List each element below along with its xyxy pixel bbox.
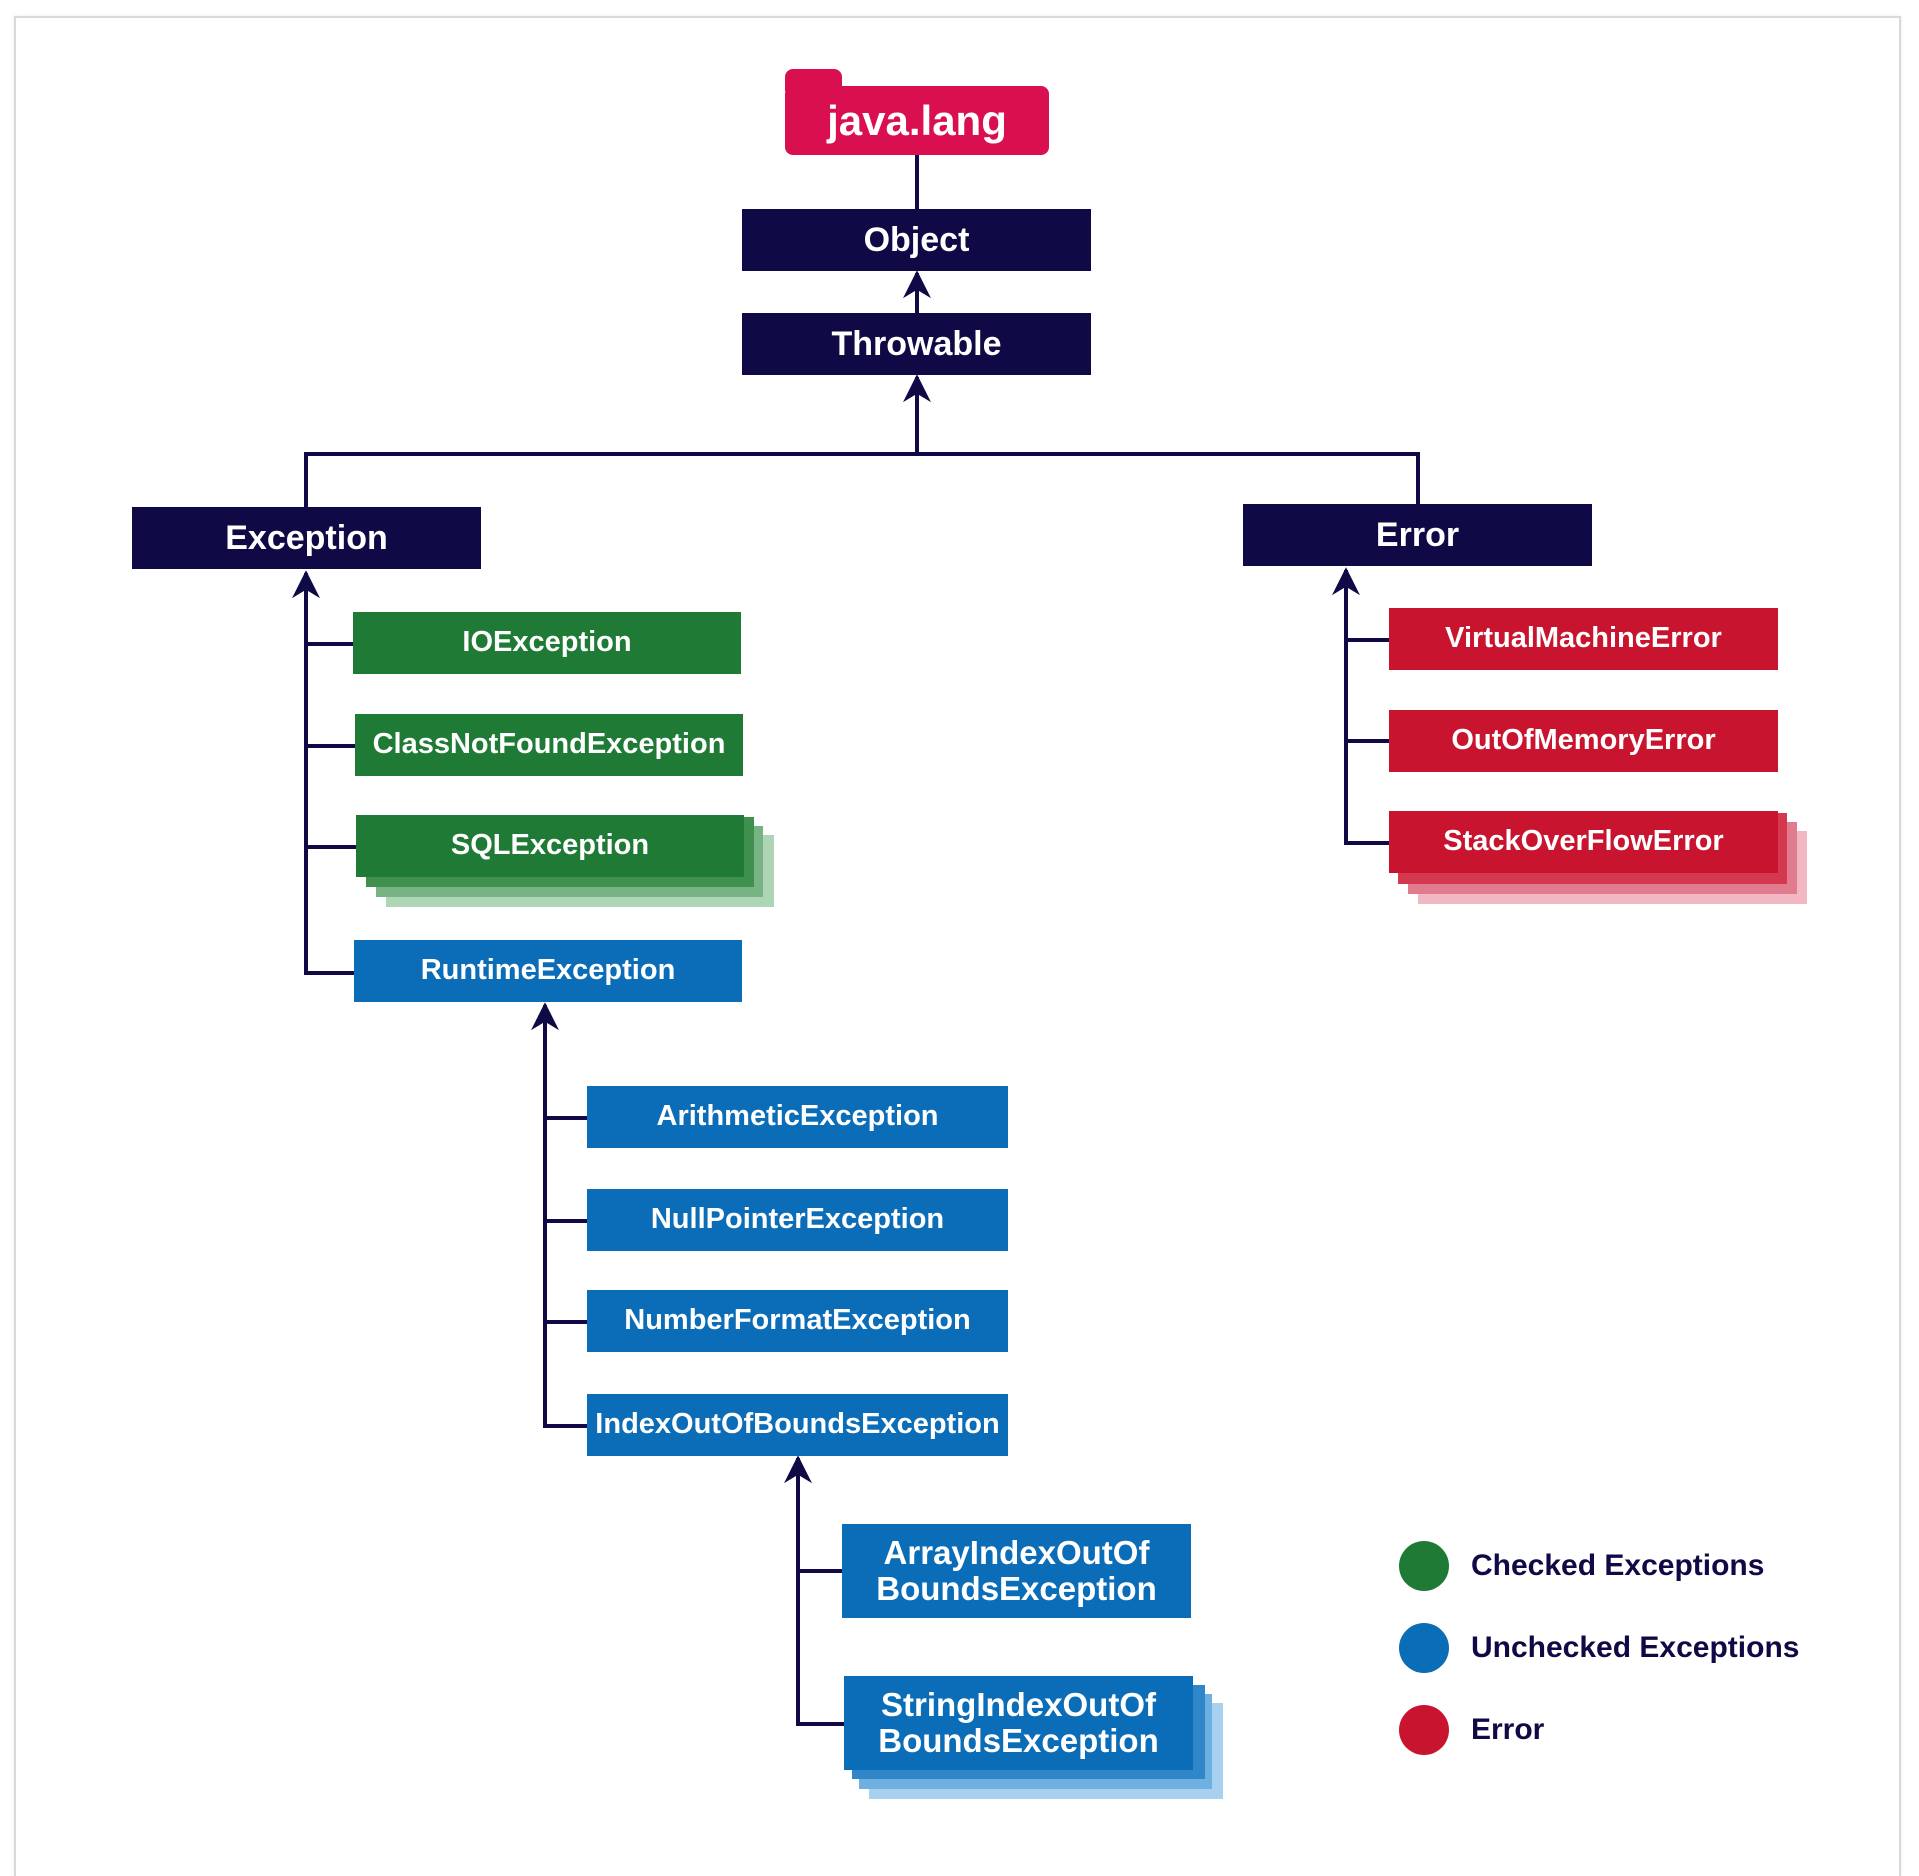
- stackoverflowerror-node: StackOverFlowError: [1389, 811, 1778, 873]
- java-lang-node: java.lang: [785, 86, 1049, 155]
- checked-legend-dot: [1399, 1541, 1449, 1591]
- sqlexception-node: SQLException: [356, 815, 744, 877]
- arithmeticexception-node: ArithmeticException: [587, 1086, 1008, 1148]
- legend-label: Unchecked Exceptions: [1471, 1631, 1800, 1664]
- legend-unchecked-exceptions: Unchecked Exceptions: [1399, 1623, 1799, 1673]
- indexoutofboundsexception-node: IndexOutOfBoundsException: [587, 1394, 1008, 1456]
- stringindexoutofboundsexception-node: StringIndexOutOf BoundsException: [844, 1676, 1193, 1770]
- nullpointerexception-node: NullPointerException: [587, 1189, 1008, 1251]
- legend-label: Error: [1471, 1713, 1545, 1746]
- legend-error: Error: [1399, 1705, 1544, 1755]
- exception-node: Exception: [132, 507, 481, 569]
- numberformatexception-node: NumberFormatException: [587, 1290, 1008, 1352]
- error-node: Error: [1243, 504, 1592, 566]
- error-legend-dot: [1399, 1705, 1449, 1755]
- unchecked-legend-dot: [1399, 1623, 1449, 1673]
- ioexception-node: IOException: [353, 612, 741, 674]
- throwable-node: Throwable: [742, 313, 1091, 375]
- object-node: Object: [742, 209, 1091, 271]
- legend-checked-exceptions: Checked Exceptions: [1399, 1541, 1764, 1591]
- arrayindexoutofboundsexception-node: ArrayIndexOutOf BoundsException: [842, 1524, 1191, 1618]
- virtualmachineerror-node: VirtualMachineError: [1389, 608, 1778, 670]
- java-lang-folder-tab: [785, 69, 842, 91]
- link-exception-error-to-throwable: [304, 452, 1420, 507]
- classnotfoundexception-node: ClassNotFoundException: [355, 714, 743, 776]
- runtimeexception-node: RuntimeException: [354, 940, 742, 1002]
- outofmemoryerror-node: OutOfMemoryError: [1389, 710, 1778, 772]
- legend-label: Checked Exceptions: [1471, 1549, 1765, 1582]
